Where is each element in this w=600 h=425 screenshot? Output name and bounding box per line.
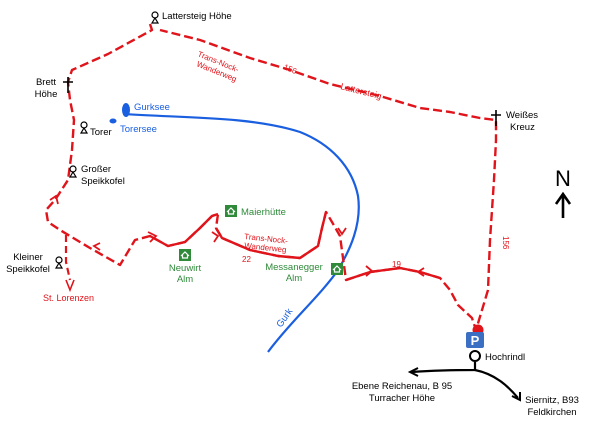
label-22: 22 bbox=[242, 255, 251, 264]
label-156-right: 156 bbox=[501, 236, 510, 250]
label-trans-nock-mid-2: Wanderweg bbox=[244, 241, 287, 254]
direction-arrow-west-loop bbox=[147, 231, 158, 243]
label-kleiner-speikkofel: Speikkofel bbox=[6, 264, 50, 275]
peak-icon-lattersteig bbox=[150, 11, 160, 24]
label-torer: Torer bbox=[90, 127, 112, 138]
parking-sign bbox=[466, 332, 484, 348]
label-156-top: 156 bbox=[282, 63, 298, 77]
label-feldkirchen: Feldkirchen bbox=[527, 407, 576, 418]
label-gurksee: Gurksee bbox=[134, 102, 170, 113]
hut-icon-messanegger-alm bbox=[331, 263, 343, 275]
label-neuwirt: Neuwirt bbox=[169, 263, 202, 274]
direction-arrow-east-19 bbox=[365, 265, 374, 277]
peak-icon-grosser-speikkofel bbox=[68, 165, 78, 178]
label-siernitz: Siernitz, B93 bbox=[525, 395, 579, 406]
trail-st-lorenzen-branch bbox=[64, 235, 72, 281]
direction-arrow-messanegger bbox=[337, 227, 347, 236]
direction-arrow-center bbox=[211, 231, 220, 243]
label-kleiner: Kleiner bbox=[13, 252, 43, 263]
cross-icon-weisses-kreuz bbox=[491, 110, 501, 126]
label-st-lorenzen: St. Lorenzen bbox=[43, 293, 94, 303]
label-kreuz: Kreuz bbox=[510, 122, 535, 133]
hut-icon-maierhuette bbox=[225, 205, 237, 217]
north-label: N bbox=[555, 166, 571, 191]
label-messanegger: Messanegger bbox=[265, 262, 323, 273]
label-grosser: Großer bbox=[81, 164, 111, 175]
label-messanegger-alm: Alm bbox=[286, 273, 302, 284]
gurksee-lake bbox=[122, 103, 130, 117]
label-torersee: Torersee bbox=[120, 124, 157, 135]
road-east-arrow bbox=[511, 392, 521, 402]
north-arrow bbox=[554, 191, 572, 218]
direction-arrow-east-return bbox=[416, 267, 425, 277]
label-maierhuette: Maierhütte bbox=[241, 207, 286, 218]
gurk-river bbox=[123, 112, 360, 353]
hut-icon-neuwirt-alm bbox=[179, 249, 191, 261]
label-gurk: Gurk bbox=[274, 306, 295, 329]
road-west-arrow bbox=[407, 367, 419, 377]
trail-solid-segment-center bbox=[214, 211, 328, 260]
label-brett: Brett bbox=[36, 77, 56, 88]
road-west bbox=[411, 362, 477, 374]
label-19: 19 bbox=[392, 260, 401, 269]
hochrindl-marker bbox=[469, 350, 481, 362]
cross-icon-brett bbox=[63, 77, 73, 93]
trail-solid-segment-west bbox=[149, 212, 219, 248]
peak-icon-torer bbox=[79, 121, 89, 134]
road-east bbox=[474, 368, 519, 399]
peak-icon-kleiner-speikkofel bbox=[54, 256, 64, 269]
label-ebene-reichenau: Ebene Reichenau, B 95 bbox=[352, 381, 452, 392]
label-weisses: Weißes bbox=[506, 110, 538, 121]
torersee-lake bbox=[109, 118, 117, 124]
label-grosser-speikkofel: Speikkofel bbox=[81, 176, 125, 187]
label-turracher-hoehe: Turracher Höhe bbox=[369, 393, 435, 404]
label-neuwirt-alm: Alm bbox=[177, 274, 193, 285]
trail-solid-segment-east bbox=[345, 266, 441, 282]
direction-arrow-west-return bbox=[92, 242, 101, 251]
label-lattersteig: Lattersteig bbox=[340, 81, 383, 101]
arrow-st-lorenzen bbox=[65, 279, 75, 293]
label-hoehe: Höhe bbox=[35, 89, 58, 100]
label-hochrindl: Hochrindl bbox=[485, 352, 525, 363]
direction-arrow-north-loop bbox=[49, 194, 59, 205]
parking-label: P bbox=[471, 333, 480, 348]
label-lattersteig-hoehe: Lattersteig Höhe bbox=[162, 11, 232, 22]
